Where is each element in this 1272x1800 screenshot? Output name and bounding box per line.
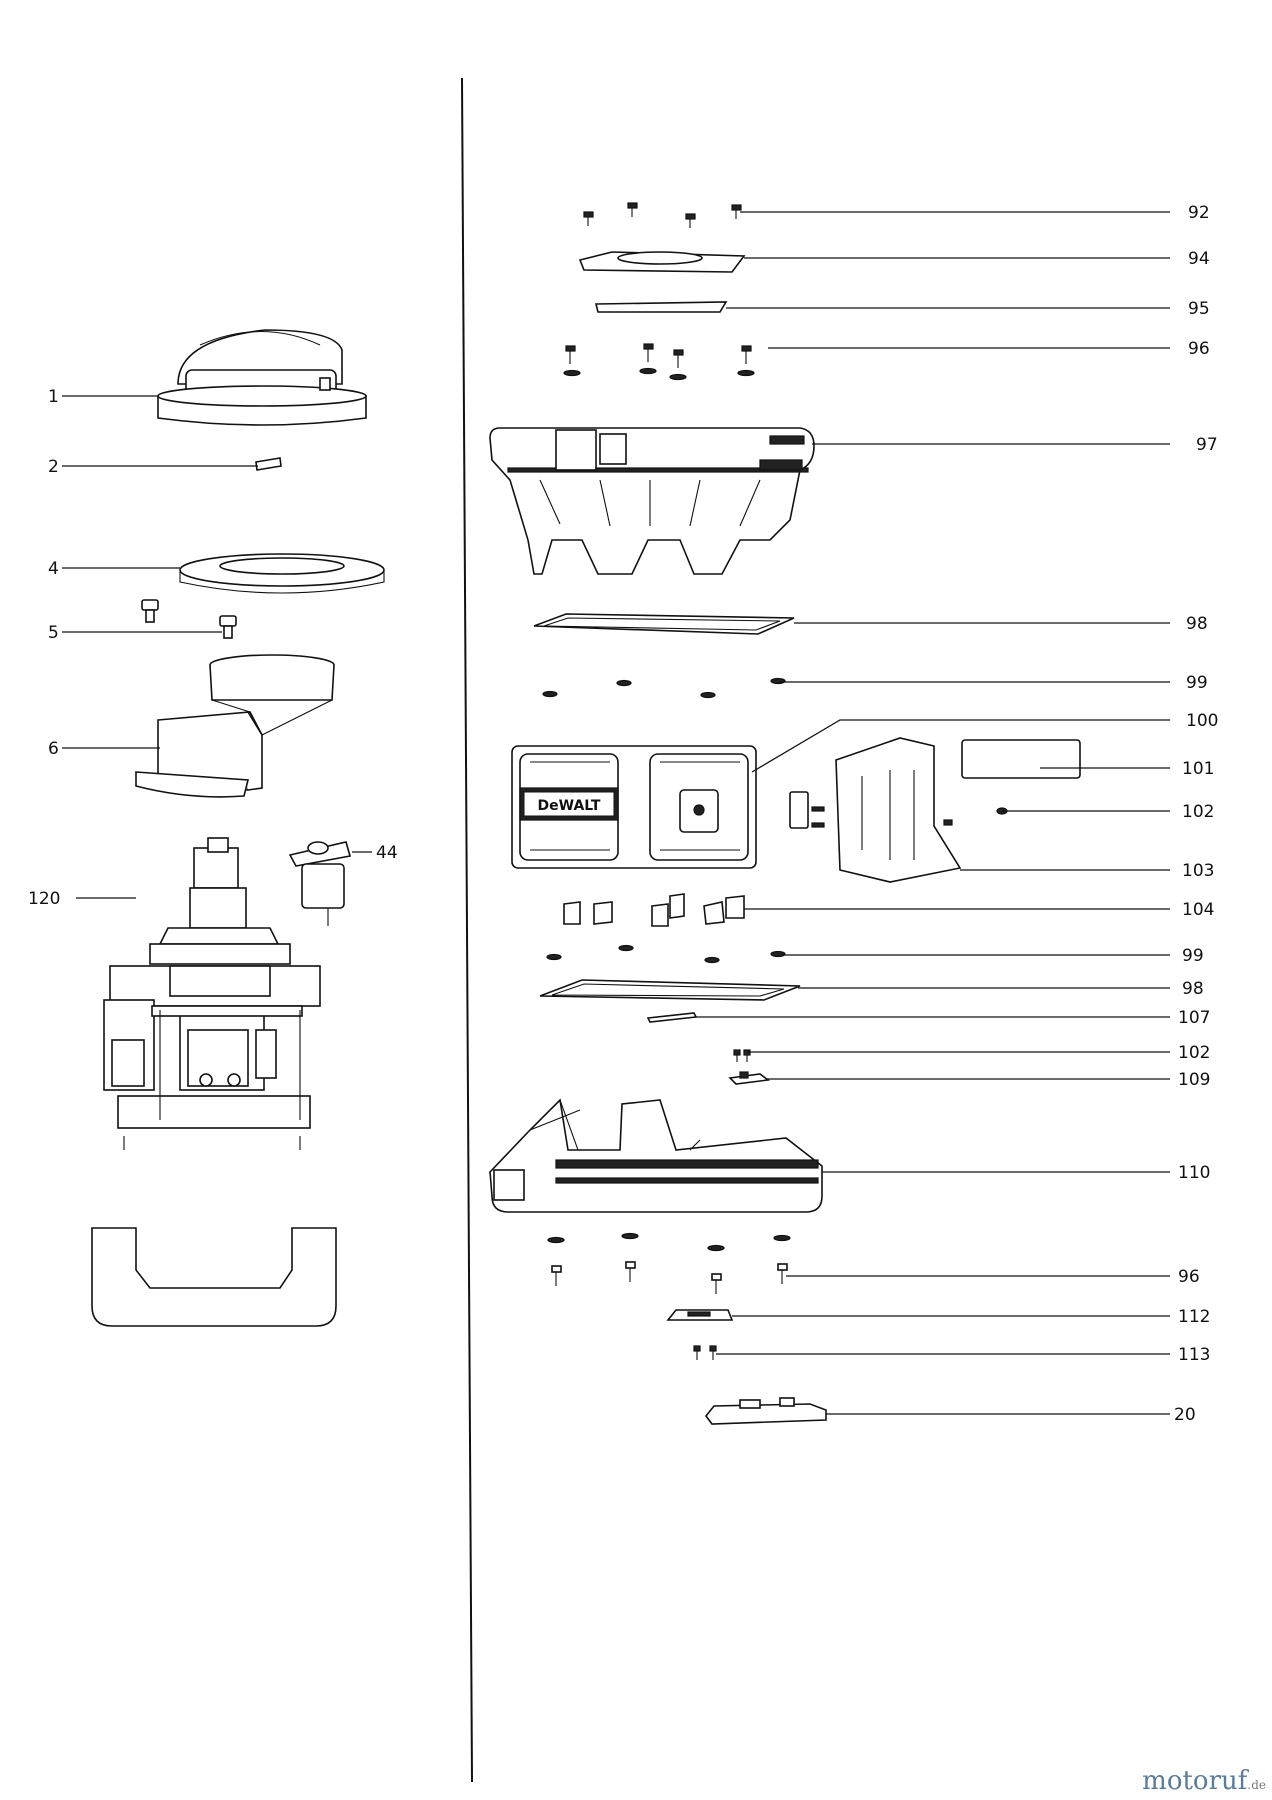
callout-label: 110: [1178, 1163, 1210, 1183]
brand-label: DeWALT: [538, 798, 601, 814]
part-98-gasket-lower: [539, 979, 801, 1001]
part-4-ring: [179, 553, 385, 594]
part-99-pads-upper: [542, 677, 786, 699]
part-98-gasket-upper: [533, 613, 795, 635]
watermark-text: motoruf: [1142, 1766, 1248, 1796]
callout-label: 92: [1188, 203, 1210, 223]
part-109-clip: [728, 1071, 771, 1085]
callout-label: 113: [1178, 1345, 1210, 1365]
part-1-cap: [157, 329, 367, 426]
part-2-key: [255, 457, 282, 471]
callout-label: 95: [1188, 299, 1210, 319]
part-44-switch: [288, 841, 352, 926]
divider-line: [461, 77, 473, 1783]
callout-label: 102: [1178, 1043, 1210, 1063]
part-113-screws: [693, 1345, 717, 1360]
callout-label: 20: [1174, 1405, 1196, 1425]
callout-label: 112: [1178, 1307, 1210, 1327]
handle: [91, 1227, 337, 1327]
callout-label: 99: [1182, 946, 1204, 966]
callout-label: 100: [1186, 711, 1218, 731]
part-120-motor-assembly: [103, 837, 321, 1150]
callout-label: 2: [48, 457, 59, 477]
callout-label: 98: [1186, 614, 1208, 634]
callout-label: 6: [48, 739, 59, 759]
callout-label: 107: [1178, 1008, 1210, 1028]
callout-label: 99: [1186, 673, 1208, 693]
part-103-bracket: [789, 737, 962, 883]
part-6-housing: [135, 654, 335, 798]
part-96-screws-bottom: [547, 1232, 791, 1294]
callout-label: 4: [48, 559, 59, 579]
part-102-screw-upper: [811, 806, 1008, 828]
callout-label: 97: [1196, 435, 1218, 455]
part-97-upper-housing: [489, 427, 815, 575]
callout-label: 1: [48, 387, 59, 407]
part-100-pack-housing: DeWALT: [511, 745, 757, 869]
part-20-base-plate: [704, 1397, 827, 1425]
callout-label: 120: [28, 889, 60, 909]
callouts-right: 92 94 95 96 97 98 99 100 101 102 103 104…: [1174, 203, 1218, 1425]
callout-label: 102: [1182, 802, 1214, 822]
leader-lines: [62, 211, 1170, 1415]
callout-label: 103: [1182, 861, 1214, 881]
part-92-screws: [583, 202, 742, 228]
part-101-label-plate: [961, 739, 1081, 779]
callout-label: 44: [376, 843, 398, 863]
part-5-screws: [141, 599, 237, 639]
callout-label: 109: [1178, 1070, 1210, 1090]
callout-label: 104: [1182, 900, 1214, 920]
part-96-screws-top: [563, 343, 755, 381]
watermark-logo: motoruf.de: [1142, 1766, 1266, 1796]
callout-label: 98: [1182, 979, 1204, 999]
callout-label: 94: [1188, 249, 1210, 269]
part-112-clip: [666, 1309, 734, 1321]
part-102-screws-lower: [733, 1049, 751, 1062]
callout-label: 96: [1178, 1267, 1200, 1287]
part-99-pads-lower: [546, 944, 786, 964]
callout-label: 5: [48, 623, 59, 643]
watermark-suffix: .de: [1247, 1778, 1266, 1792]
callouts-left: 1 2 4 5 6 44 120: [28, 387, 398, 909]
part-95-gasket: [594, 301, 728, 313]
part-104-clips: [563, 893, 745, 927]
callout-label: 96: [1188, 339, 1210, 359]
callout-label: 101: [1182, 759, 1214, 779]
part-110-base-housing: [489, 1098, 823, 1213]
part-107-strip: [646, 1012, 698, 1023]
part-94-plate: [578, 251, 746, 273]
